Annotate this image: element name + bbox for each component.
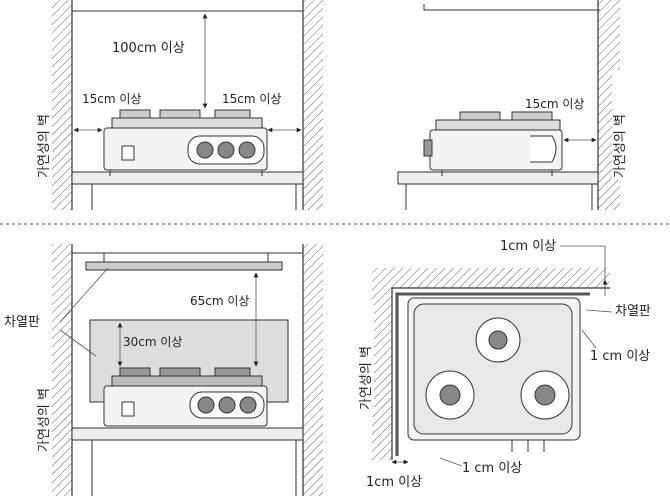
stove-side [423,111,563,176]
knob-icon [238,141,256,159]
shield-leader [585,309,613,313]
counter-top [397,171,599,185]
wall-label: 가연성의 벽 [359,346,374,410]
bottom-label: 1 cm 이상 [462,461,522,476]
knob-icon [239,396,257,414]
shield-label: 차열판 [615,304,651,319]
shield-clearance-label: 30cm 이상 [123,335,182,349]
height-clearance-label: 100cm 이상 [112,41,185,56]
wall-label: 가연성의 벽 [37,388,52,452]
knob-icon [218,396,236,414]
right-wall-hatch [303,244,323,496]
bottom-leader [439,457,463,467]
wall-label: 가연성의 벽 [37,114,52,178]
panel-bottom-left: 65cm 이상 30cm 이상 차열판 가연성의 벽 [2,244,323,496]
left-wall-hatch [52,0,72,210]
wall-label: 가연성의 벽 [613,114,628,178]
left-wall-hatch [52,244,72,496]
side-label: 1 cm 이상 [590,349,650,364]
bottom-left-label: 1cm 이상 [366,475,422,490]
panel-bottom-right: 1cm 이상 차열판 1 cm 이상 1 cm 이상 1cm 이상 가연성의 벽 [358,239,651,490]
stove-front [103,367,268,427]
knob-icon [196,141,214,159]
stove-top-view [407,297,581,452]
panel-top-right: 15cm 이상 가연성의 벽 [397,0,628,210]
corner-shield [395,292,590,456]
corner-wall-line [391,287,610,460]
ignition-icon [121,145,135,161]
corner-wall-hatch [372,268,610,460]
right-wall-hatch [303,0,323,210]
top-clearance-label: 65cm 이상 [190,294,249,308]
knob-icon [197,396,215,414]
side-leader [581,329,597,349]
side-clearance-label: 15cm 이상 [525,97,584,111]
top-label: 1cm 이상 [500,239,556,254]
ignition-icon [121,401,135,417]
overhead-shield [85,261,283,271]
panel-top-left: 100cm 이상 15cm 이상 15cm 이상 가연성의 벽 [36,0,323,210]
shield-label: 차열판 [4,315,40,330]
knob-icon [217,141,235,159]
shield-leader [59,329,97,357]
shield-leader [59,267,109,323]
stove-front [103,109,268,176]
left-clearance-label: 15cm 이상 [82,92,141,106]
counter-top [71,427,304,441]
counter-top [71,171,304,185]
right-clearance-label: 15cm 이상 [222,92,281,106]
